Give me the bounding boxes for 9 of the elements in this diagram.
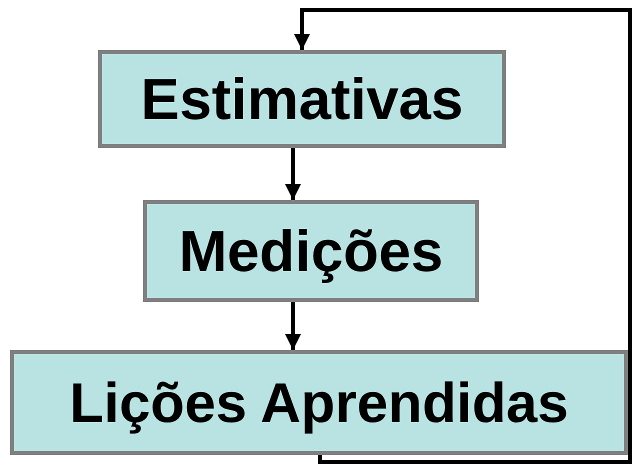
process-box <box>143 200 479 302</box>
box-label: Lições Aprendidas <box>70 370 568 435</box>
arrow <box>285 148 301 200</box>
box-label: Estimativas <box>140 66 464 132</box>
arrow <box>294 8 632 464</box>
process-box <box>10 350 628 455</box>
arrow <box>285 302 301 350</box>
box-label: Medições <box>178 218 444 284</box>
process-box <box>98 50 506 148</box>
